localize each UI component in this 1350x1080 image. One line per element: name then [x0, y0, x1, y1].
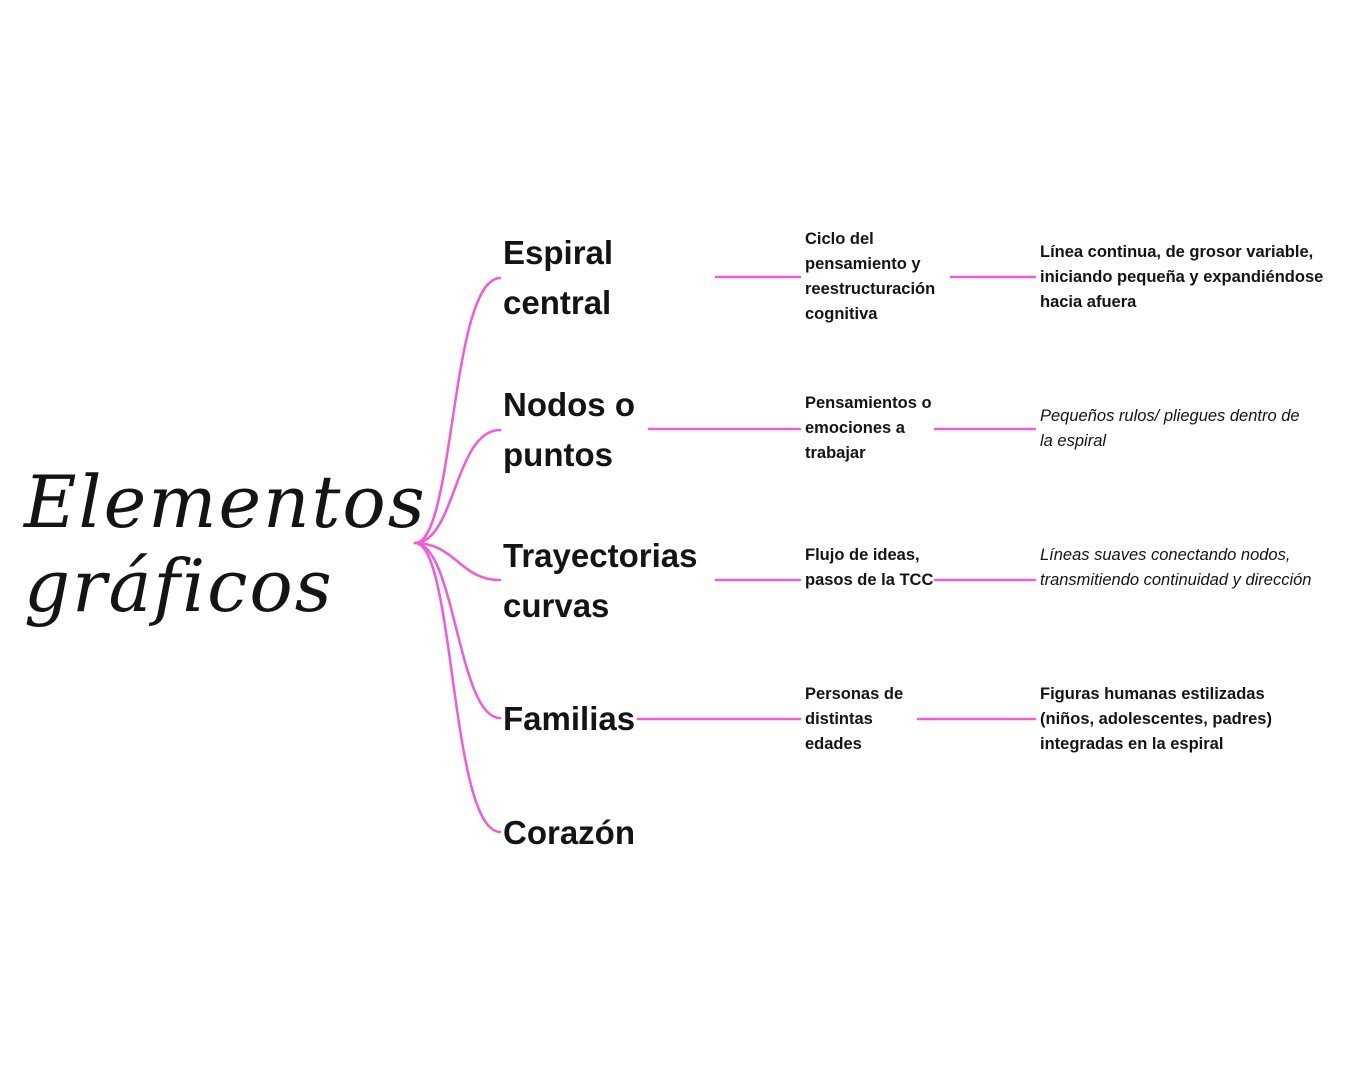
- visual-espiral-central: Línea continua, de grosor variable, inic…: [1040, 243, 1324, 311]
- branch-curve-nodos: [413, 428, 502, 545]
- branch-label-line-2: puntos: [503, 436, 613, 473]
- branch-curve-familias: [413, 541, 502, 720]
- branch-curve-espiral: [413, 276, 502, 545]
- root-title-line-1: Elementos: [24, 460, 427, 544]
- branch-label-line-1: Espiral: [503, 234, 614, 271]
- branch-label-line-1: Nodos o: [503, 386, 635, 423]
- branch-curve-trayectorias: [413, 541, 502, 582]
- branch-label-line-1: Familias: [503, 700, 636, 737]
- branch-label-line-1: Trayectorias: [503, 537, 698, 574]
- branch-label-line-2: curvas: [503, 587, 610, 624]
- branch-nodos-o-puntos: Nodos o puntos: [503, 380, 635, 480]
- visual-familias: Figuras humanas estilizadas (niños, adol…: [1040, 685, 1272, 753]
- branch-label-line-2: central: [503, 284, 612, 321]
- branch-espiral-central: Espiral central: [503, 228, 613, 328]
- meaning-trayectorias-curvas: Flujo de ideas, pasos de la TCC: [805, 546, 934, 589]
- meaning-familias: Personas de distintas edades: [805, 685, 904, 753]
- root-title: Elementos gráficos: [24, 460, 427, 628]
- branch-corazon: Corazón: [503, 808, 635, 858]
- meaning-nodos-o-puntos: Pensamientos o emociones a trabajar: [805, 394, 932, 462]
- visual-trayectorias-curvas: Líneas suaves conectando nodos, transmit…: [1040, 546, 1312, 589]
- meaning-espiral-central: Ciclo del pensamiento y reestructuración…: [805, 230, 936, 323]
- root-title-line-2: gráficos: [24, 544, 334, 628]
- visual-nodos-o-puntos: Pequeños rulos/ pliegues dentro de la es…: [1040, 407, 1300, 450]
- branch-familias: Familias: [503, 694, 635, 744]
- branch-label-line-1: Corazón: [503, 814, 635, 851]
- branch-curve-corazon: [413, 541, 502, 834]
- branch-trayectorias-curvas: Trayectorias curvas: [503, 531, 697, 631]
